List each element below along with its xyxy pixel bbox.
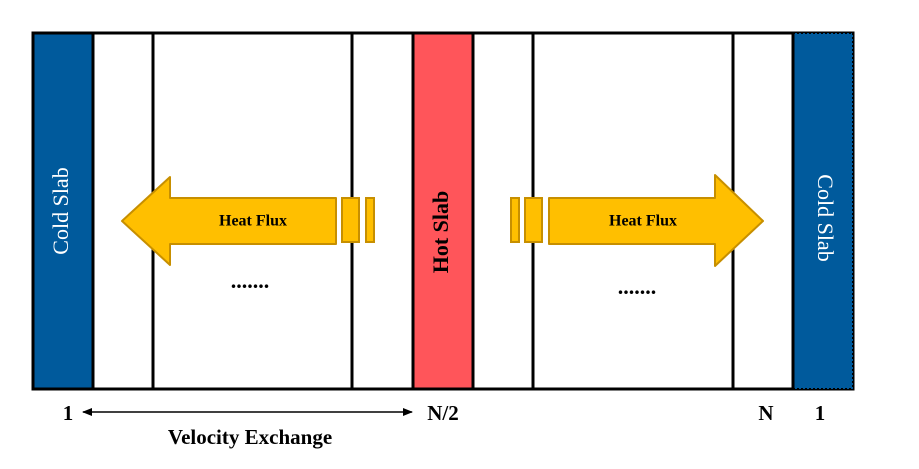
- heat-flux-left-bar-wide: [341, 197, 360, 243]
- ellipsis-right: .......: [618, 274, 657, 299]
- hot-slab-label: Hot Slab: [428, 191, 453, 274]
- heat-flux-left-arrow: [121, 176, 337, 266]
- index-last-label: N: [758, 401, 773, 425]
- cold-slab-right-label: Cold Slab: [813, 174, 838, 261]
- cold-slab-left: [31, 31, 95, 391]
- heat-flux-right-arrow: [548, 174, 764, 267]
- cold-slab-left-label: Cold Slab: [48, 167, 73, 254]
- index-first-label: 1: [63, 401, 74, 425]
- heat-flux-right-label: Heat Flux: [609, 213, 677, 230]
- index-mid-label: N/2: [427, 401, 459, 425]
- heat-flux-right-bar-thin: [510, 197, 520, 243]
- ellipsis-left: .......: [231, 268, 270, 293]
- hot-slab: [411, 31, 475, 391]
- heat-flux-left-label: Heat Flux: [219, 213, 287, 230]
- cold-slab-right: [793, 33, 853, 389]
- velocity-exchange-label: Velocity Exchange: [168, 425, 332, 449]
- index-periodic-label: 1: [815, 401, 826, 425]
- heat-flux-right-bar-wide: [524, 197, 543, 243]
- heat-flux-left-bar-thin: [365, 197, 375, 243]
